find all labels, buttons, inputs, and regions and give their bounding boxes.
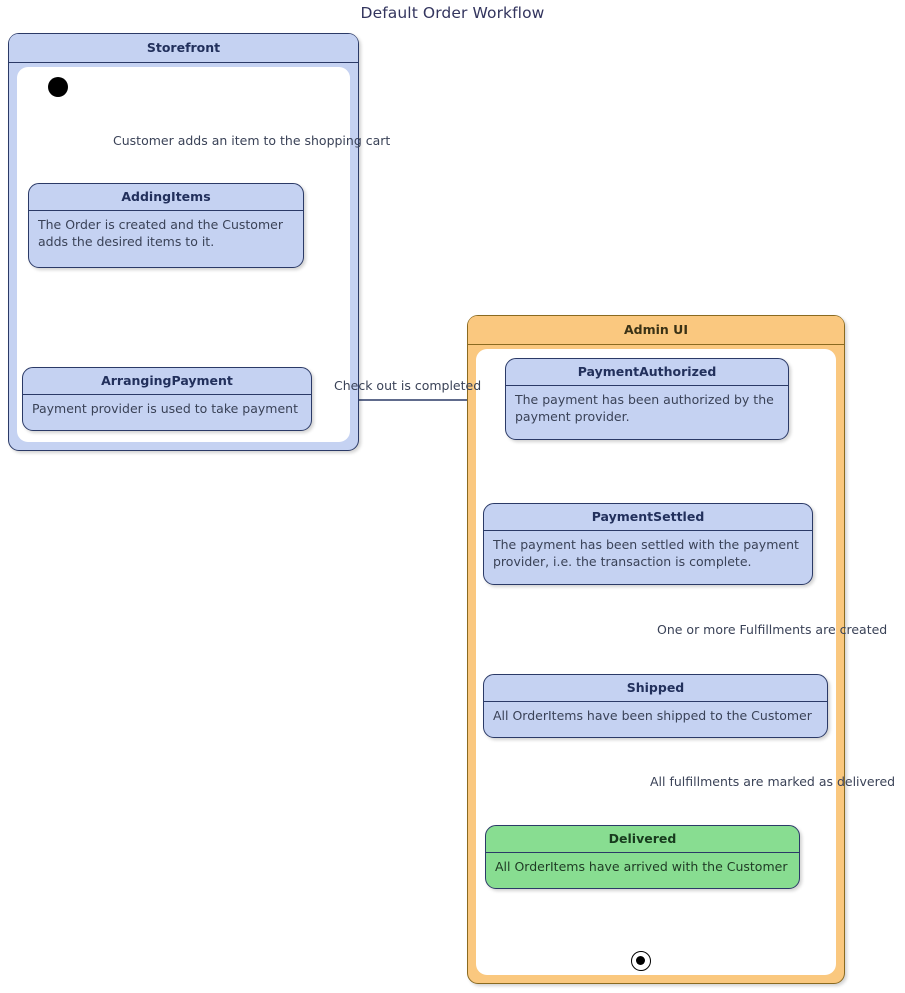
state-shipped-title: Shipped xyxy=(484,675,827,702)
state-paymentauthorized-description: The payment has been authorized by the p… xyxy=(515,392,774,424)
transition-label-initial-to-addingitems: Customer adds an item to the shopping ca… xyxy=(113,133,391,148)
state-shipped-description: All OrderItems have been shipped to the … xyxy=(493,708,812,723)
state-paymentsettled-description: The payment has been settled with the pa… xyxy=(493,537,799,569)
state-addingitems[interactable]: AddingItems The Order is created and the… xyxy=(28,183,304,268)
state-delivered[interactable]: Delivered All OrderItems have arrived wi… xyxy=(485,825,800,889)
transition-label-paymentsettled-to-shipped: One or more Fulfillments are created xyxy=(657,622,888,637)
state-delivered-title: Delivered xyxy=(486,826,799,853)
state-addingitems-title: AddingItems xyxy=(29,184,303,211)
final-state-node[interactable] xyxy=(631,951,651,971)
state-addingitems-description: The Order is created and the Customer ad… xyxy=(38,217,283,249)
state-paymentauthorized-title: PaymentAuthorized xyxy=(506,359,788,386)
transition-label-arrangingpayment-to-paymentauthorized: Check out is completed xyxy=(334,378,482,393)
transition-label-shipped-to-delivered: All fulfillments are marked as delivered xyxy=(650,774,896,789)
state-shipped[interactable]: Shipped All OrderItems have been shipped… xyxy=(483,674,828,738)
state-arrangingpayment-title: ArrangingPayment xyxy=(23,368,311,395)
state-paymentauthorized[interactable]: PaymentAuthorized The payment has been a… xyxy=(505,358,789,440)
state-delivered-description: All OrderItems have arrived with the Cus… xyxy=(495,859,788,874)
composite-state-adminui-title: Admin UI xyxy=(468,316,844,345)
diagram-title: Default Order Workflow xyxy=(360,4,545,22)
state-arrangingpayment-description: Payment provider is used to take payment xyxy=(32,401,298,416)
state-arrangingpayment[interactable]: ArrangingPayment Payment provider is use… xyxy=(22,367,312,431)
composite-state-storefront-title: Storefront xyxy=(9,34,358,63)
state-paymentsettled-title: PaymentSettled xyxy=(484,504,812,531)
state-paymentsettled[interactable]: PaymentSettled The payment has been sett… xyxy=(483,503,813,585)
initial-state-node[interactable] xyxy=(48,77,68,97)
